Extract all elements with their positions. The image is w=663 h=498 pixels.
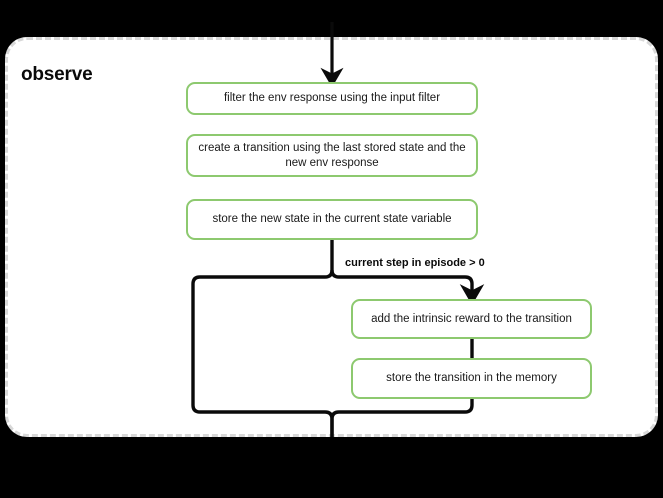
node-store-transition-memory[interactable]: store the transition in the memory: [351, 358, 592, 399]
node-store-new-state[interactable]: store the new state in the current state…: [186, 199, 478, 240]
node-label: store the transition in the memory: [386, 372, 557, 385]
node-create-transition[interactable]: create a transition using the last store…: [186, 134, 478, 177]
node-filter-env-response[interactable]: filter the env response using the input …: [186, 82, 478, 115]
node-label: create a transition using the last store…: [198, 141, 466, 169]
node-label: store the new state in the current state…: [212, 213, 452, 226]
node-add-intrinsic-reward[interactable]: add the intrinsic reward to the transiti…: [351, 299, 592, 339]
node-label: filter the env response using the input …: [223, 92, 441, 105]
branch-condition-label: current step in episode > 0: [345, 257, 485, 269]
node-label: add the intrinsic reward to the transiti…: [371, 312, 572, 325]
group-title: observe: [21, 64, 93, 85]
